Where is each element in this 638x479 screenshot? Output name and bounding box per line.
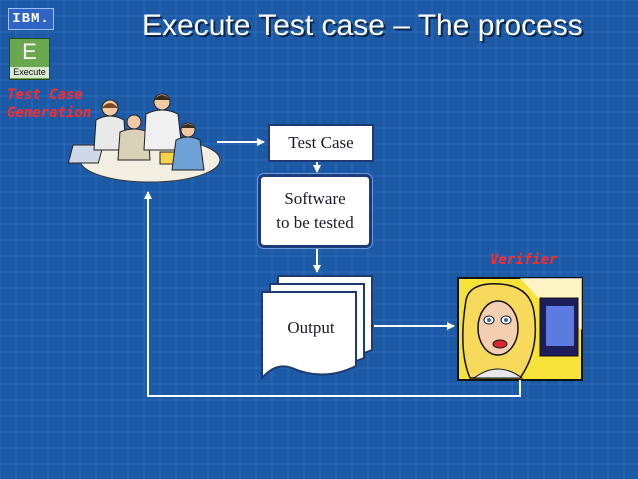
execute-icon-letter: E (22, 39, 37, 64)
software-under-test-box: Software to be tested (258, 174, 372, 248)
test-case-generation-label: Test Case Generation (7, 87, 92, 121)
feedback-loop-line (144, 191, 521, 397)
slide-title: Execute Test case – The process (142, 9, 583, 42)
test-case-box: Test Case (268, 124, 374, 162)
execute-icon-label: Execute (10, 67, 49, 78)
output-label: Output (287, 318, 335, 337)
ibm-logo: IBM. (8, 8, 54, 30)
team-meeting-clipart (67, 93, 221, 183)
software-box-line2: to be tested (276, 213, 354, 232)
woman-at-computer-clipart (457, 277, 583, 381)
output-document-stack (261, 275, 373, 381)
execute-icon: E Execute (9, 38, 50, 80)
software-box-line1: Software (284, 189, 346, 208)
verifier-label: Verifier (490, 252, 558, 268)
